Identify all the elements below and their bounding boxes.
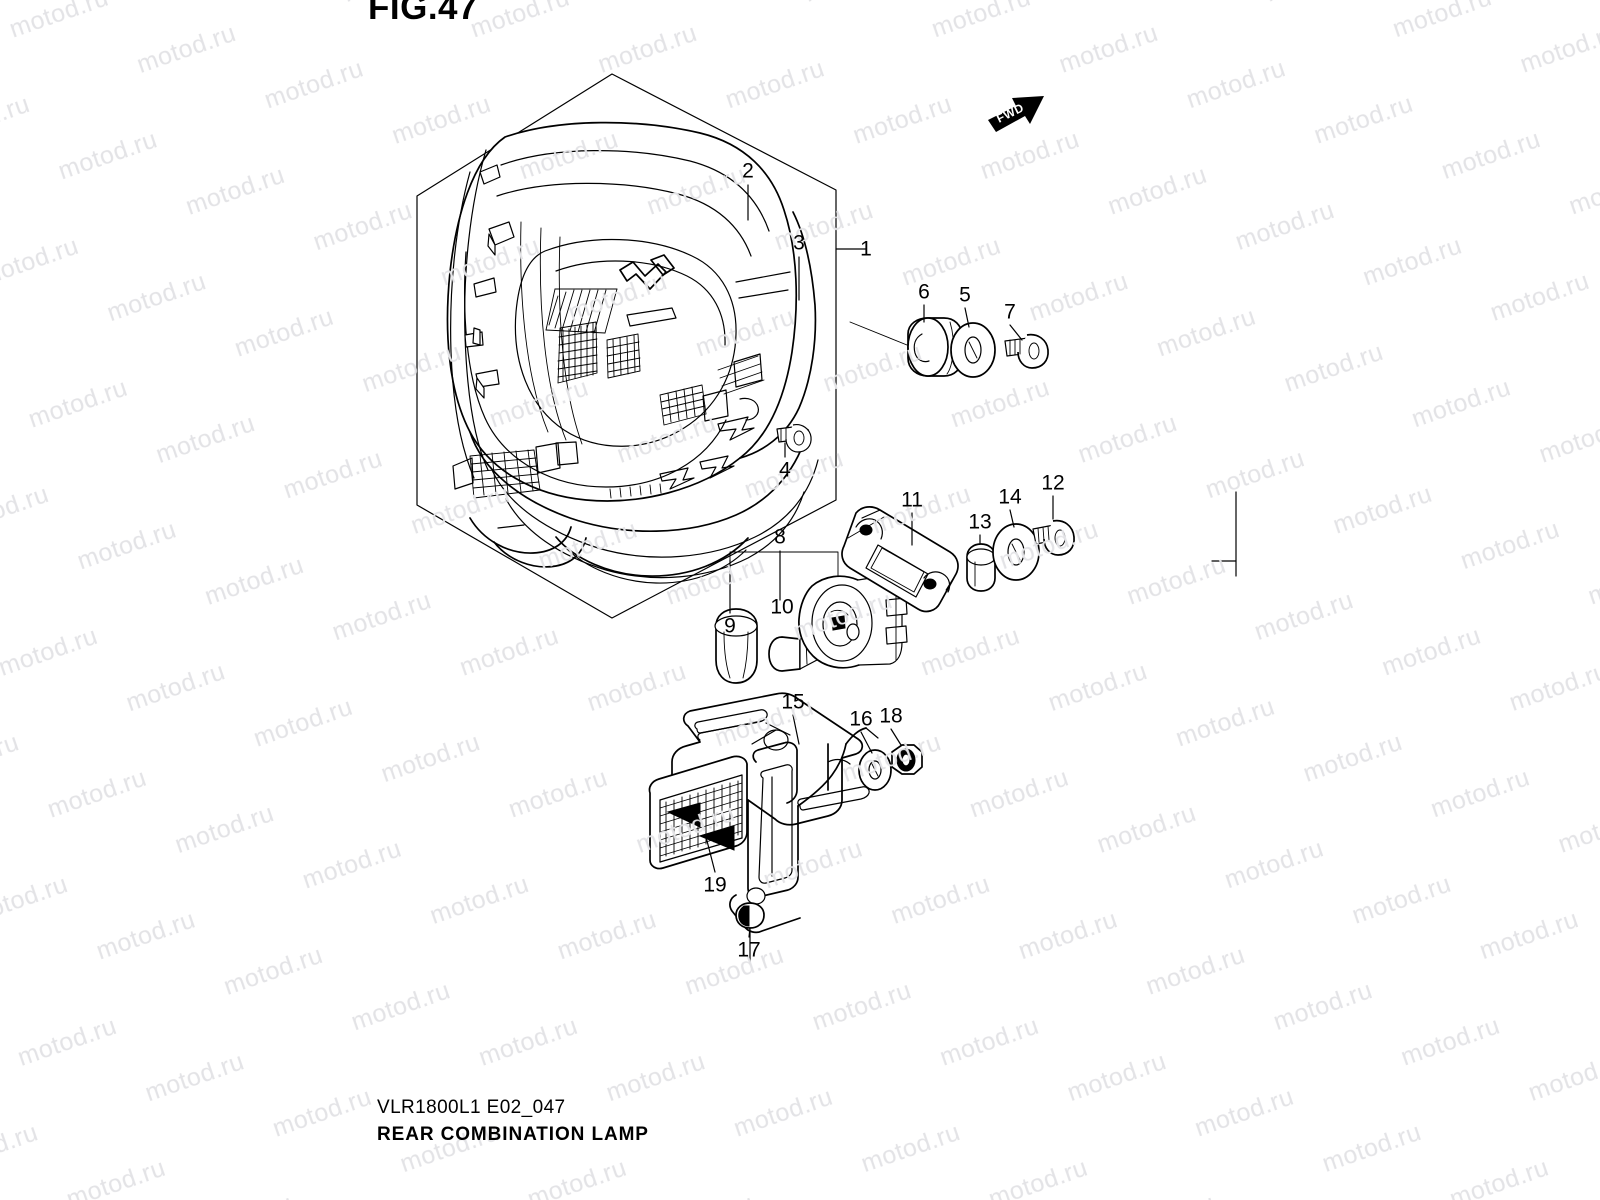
callout-5: 5	[959, 283, 971, 307]
callout-17: 17	[737, 938, 761, 962]
callout-9: 9	[724, 614, 736, 638]
figure-title: FIG.47	[368, 0, 478, 27]
callout-6: 6	[918, 280, 930, 304]
model-code-caption: VLR1800L1 E02_047	[377, 1097, 566, 1118]
diagram-name-caption: REAR COMBINATION LAMP	[377, 1124, 649, 1145]
callout-3: 3	[793, 231, 805, 255]
callout-18: 18	[879, 704, 903, 728]
callout-15: 15	[781, 690, 805, 714]
callout-1: 1	[860, 237, 872, 261]
callout-2: 2	[742, 159, 754, 183]
callout-13: 13	[968, 510, 992, 534]
fwd-arrow-icon: FWD	[988, 96, 1044, 132]
callout-7: 7	[1004, 300, 1016, 324]
callout-16: 16	[849, 707, 873, 731]
callout-14: 14	[998, 485, 1022, 509]
callout-10: 10	[770, 595, 794, 619]
callout-4: 4	[779, 458, 791, 482]
callout-11: 11	[901, 488, 923, 512]
callout-12: 12	[1041, 471, 1065, 495]
callout-19: 19	[703, 873, 727, 897]
callout-8: 8	[774, 525, 786, 549]
